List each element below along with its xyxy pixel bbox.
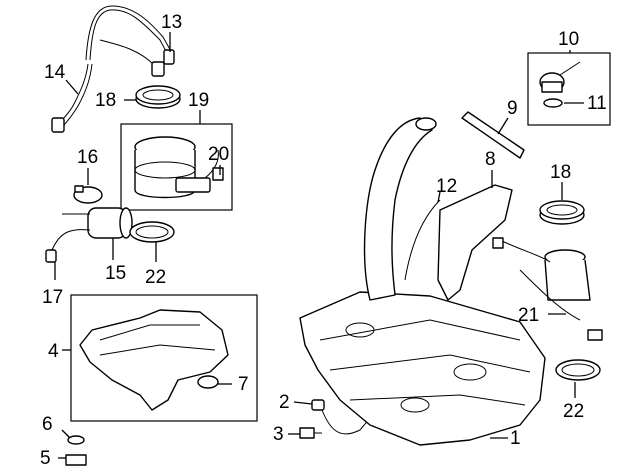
callout-2: 2 [279,392,290,413]
callout-13: 13 [161,12,182,33]
heat-shield-part-8 [437,184,513,301]
washer-part-6 [67,435,85,445]
callout-20: 20 [208,144,229,165]
callout-19: 19 [188,90,209,111]
callout-15: 15 [105,263,126,284]
callout-7: 7 [238,374,249,395]
lock-ring-part-18-upper [135,85,181,109]
filler-cap-part-10 [539,61,581,93]
callout-4: 4 [48,341,59,362]
seal-part-22-left [129,221,175,243]
bolt-part-3 [299,427,322,439]
fuel-filter-part-15 [45,207,133,263]
callout-1: 1 [510,428,521,449]
fuel-tank-part-1 [299,291,546,446]
callout-8: 8 [485,149,496,170]
callout-22-left: 22 [145,267,166,288]
fuel-sender-part-21 [492,237,603,341]
callout-17: 17 [42,287,63,308]
callout-9: 9 [507,98,518,119]
nut-part-5 [65,454,87,466]
lock-ring-part-18-right [539,200,585,225]
callout-6: 6 [42,414,53,435]
leader-lines [54,32,584,459]
cap-group-box [527,52,611,126]
fuel-lines-part-14 [51,5,175,133]
callout-16: 16 [77,147,98,168]
callout-5: 5 [40,448,51,469]
callout-21: 21 [518,305,539,326]
callout-18-upper: 18 [95,90,116,111]
clamp-part-16 [73,185,103,204]
fuel-pump-module-part-19 [134,136,224,199]
filler-neck [363,117,437,301]
seal-part-22-right [555,359,601,381]
callout-11: 11 [587,93,607,114]
callout-18-right: 18 [550,162,571,183]
shield-group-box [70,294,258,422]
callout-12: 12 [436,176,457,197]
seal-ring-part-11 [543,98,563,108]
heat-shield-part-4 [79,309,229,411]
callout-3: 3 [273,424,284,445]
callout-22-right: 22 [563,401,584,422]
grommet-part-7 [197,375,219,389]
clip-part-2 [311,399,325,411]
strap-part-9 [461,111,525,159]
callout-10: 10 [558,29,579,50]
pump-assembly-box [120,123,233,211]
line-part-12 [404,199,441,281]
callout-14: 14 [44,62,66,83]
